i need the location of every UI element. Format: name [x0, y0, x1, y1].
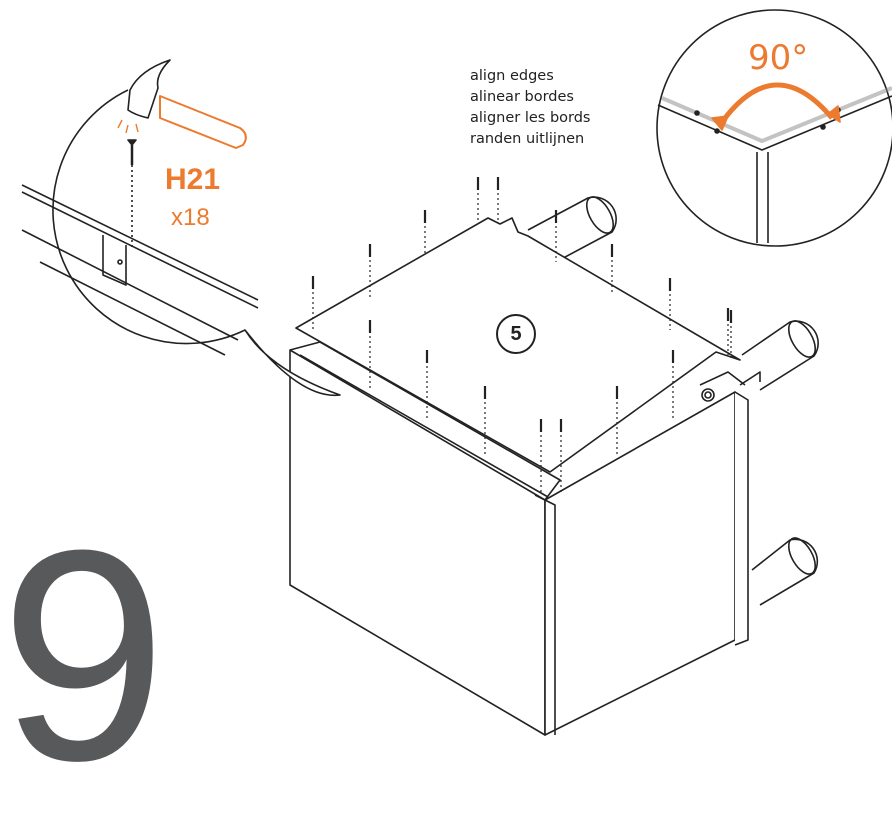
- detail-callout: [21, 89, 341, 397]
- cabinet-body: [289, 341, 761, 736]
- instruction-line-fr: aligner les bords: [470, 110, 591, 126]
- part-quantity: x18: [171, 204, 210, 231]
- instruction-text: align edges alinear bordes aligner les b…: [470, 66, 590, 150]
- instruction-line-es: alinear bordes: [470, 89, 574, 105]
- angle-callout: [656, 9, 892, 247]
- part-code: H21: [165, 163, 221, 196]
- leg-back-left: [527, 196, 617, 265]
- leg-back-right: [741, 320, 819, 391]
- hammer-icon: [117, 59, 247, 149]
- nails: [311, 177, 733, 492]
- angle-label: 90°: [748, 38, 809, 78]
- leg-front-right: [751, 537, 819, 606]
- step-number: 9: [0, 487, 167, 823]
- panel-number-badge: 5: [496, 314, 536, 354]
- instruction-line-en: align edges: [470, 68, 554, 84]
- assembly-step-diagram: align edges alinear bordes aligner les b…: [0, 9, 892, 805]
- instruction-line-nl: randen uitlijnen: [470, 131, 585, 147]
